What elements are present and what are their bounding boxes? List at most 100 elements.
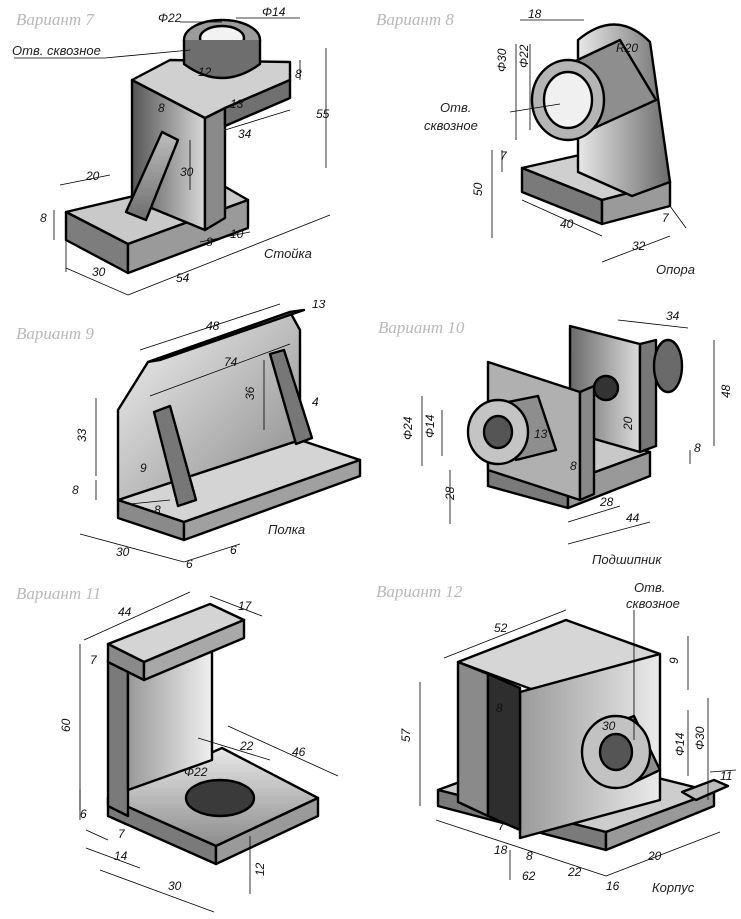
v10-dim-8a: 8 [694,441,701,455]
v11-dim-22a: 22 [239,739,254,753]
v10-dim-d14: Φ14 [423,414,437,438]
v12-dim-d30: Φ30 [693,726,707,750]
v7-dim-lines [14,17,331,296]
v11-dim-lines [79,591,339,913]
v11-dim-14: 14 [114,849,128,863]
v8-dim-lines [491,19,687,263]
variant-12-drawing: 52 9 57 8 30 Φ14 Φ30 11 7 18 8 62 22 16 … [399,609,737,893]
v7-dim-8d: 8 [206,235,213,249]
v12-tab [680,778,730,802]
v7-dim-20: 20 [85,169,100,183]
variant-9-part-name: Полка [268,522,306,537]
v11-dim-12: 12 [253,862,267,876]
v11-dim-7b: 7 [118,827,126,841]
v11-dim-60: 60 [59,718,73,732]
v7-dim-54: 54 [176,271,190,285]
variant-12-note-1: Отв. [634,580,666,595]
v12-dim-8a: 8 [496,701,503,715]
variant-10-drawing: 34 Φ24 Φ14 13 20 48 8 8 28 28 44 [401,309,733,545]
variant-10-part-name: Подшипник [592,552,662,567]
v7-dim-8a: 8 [295,67,302,81]
v7-dim-34: 34 [238,127,252,141]
v12-dim-9: 9 [667,657,681,664]
variant-7-part-name: Стойка [264,246,312,261]
v9-dim-lines [79,303,291,563]
v12-dim-62: 62 [522,869,536,883]
variant-8-note-2: сквозное [424,118,478,133]
v11-dim-46: 46 [292,745,306,759]
variant-11-title: Вариант 11 [16,584,102,603]
v12-slot [486,672,522,832]
v10-right-hole [592,374,620,402]
v8-dim-40: 40 [560,217,574,231]
v9-dim-8c: 8 [154,503,161,517]
v11-base-side [214,796,320,866]
variant-12-part-name: Корпус [652,880,695,895]
v10-dim-20: 20 [621,416,635,431]
v7-dim-55: 55 [316,107,330,121]
v7-shelf-side [223,78,292,128]
variant-8-drawing: 18 Φ30 Φ22 R20 7 50 40 7 32 [471,7,687,263]
v7-dim-8b: 8 [158,101,165,115]
variant-8-title: Вариант 8 [376,10,454,29]
v8-dim-7a: 7 [500,149,508,163]
variant-12-title: Вариант 12 [376,582,463,601]
v9-dim-13: 13 [312,300,326,311]
v8-dim-50: 50 [471,182,485,196]
v12-dim-7: 7 [498,819,506,833]
v10-dim-lines [421,319,715,545]
v11-dim-7a: 7 [90,653,98,667]
v11-wall [106,658,130,818]
v11-top-shelf-side [142,618,246,682]
v12-dim-11: 11 [720,769,732,783]
v9-dim-33: 33 [75,428,89,442]
v10-dim-13: 13 [534,427,548,441]
v9-back-top [146,308,306,364]
v12-cyl-hole [598,732,634,772]
variant-8-part-name: Опора [656,262,695,277]
variant-11-panel: Вариант 11 44 17 7 60 22 46 Φ22 6 7 14 [0,580,370,919]
v9-dim-36: 36 [243,386,257,400]
v11-base-hole [184,778,256,818]
v10-dim-d24: Φ24 [401,416,415,440]
v7-wall-side [203,106,227,232]
v9-dim-8b: 8 [72,483,79,497]
v7-dim-10: 10 [230,227,244,241]
v12-dim-30a: 30 [602,719,616,733]
v9-dim-48: 48 [206,319,220,333]
v7-dim-13: 13 [230,97,244,111]
variant-7-drawing: Φ22 Φ14 12 8 55 8 13 34 20 30 8 8 10 54 … [14,5,331,296]
v8-dim-18: 18 [528,7,542,21]
v12-left-leg [456,660,490,818]
v8-dim-7b: 7 [662,211,670,225]
variant-7-panel: Вариант 7 Отв. сквозное Стойка [0,0,370,300]
v7-rib [124,130,180,222]
variant-12-panel: Вариант 12 Отв. сквозное Корпус 52 9 57 … [370,580,741,919]
v7-dim-30a: 30 [180,165,194,179]
v8-dim-d30: Φ30 [495,48,509,72]
v7-dim-30b: 30 [92,265,106,279]
v10-dim-34: 34 [666,309,680,323]
v11-dim-17: 17 [238,599,253,613]
variant-7-title: Вариант 7 [16,10,94,29]
v8-dim-32: 32 [632,239,646,253]
v9-rib-left [152,404,198,508]
v11-dim-30: 30 [168,879,182,893]
v12-dim-8b: 8 [526,849,533,863]
variant-8-note-1: Отв. [440,100,472,115]
v12-base-side [604,790,716,852]
v11-dim-6: 6 [80,807,87,821]
v9-dim-74: 74 [224,355,238,369]
v11-dim-44: 44 [118,605,132,619]
v7-dim-d14: Φ14 [262,5,286,19]
variant-9-panel: Вариант 9 Полка 48 8 13 74 36 4 33 9 8 8… [0,300,370,580]
v11-dim-d22: Φ22 [184,765,208,779]
v9-dim-9: 9 [140,461,147,475]
v12-dim-18: 18 [494,843,508,857]
variant-8-panel: Вариант 8 Отв. сквозное Опора 18 Φ30 Φ22… [370,0,741,300]
v7-dim-8c: 8 [40,211,47,225]
v9-dim-6a: 6 [186,557,193,571]
v8-dim-d22: Φ22 [517,44,531,68]
v12-dim-16: 16 [606,879,620,893]
v12-dim-d14: Φ14 [673,732,687,756]
